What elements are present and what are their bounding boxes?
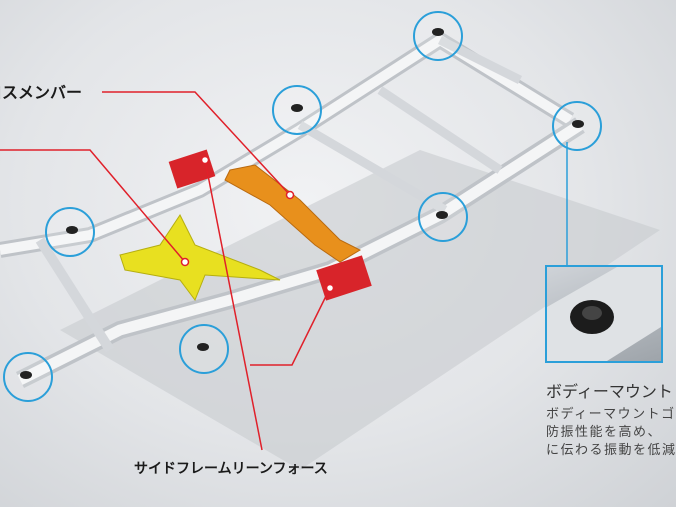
- closeup-drawing: [547, 267, 661, 361]
- desc-line: ボディーマウントゴ: [546, 407, 676, 422]
- cross-member-label: ロスメンバー: [0, 83, 83, 102]
- body-mount-closeup: [545, 265, 663, 363]
- body-mount-rubbers: [20, 28, 584, 379]
- side-frame-reinforce-label: サイドフレームリーンフォース: [134, 461, 328, 477]
- callout-lines: [0, 91, 331, 451]
- desc-line: に伝わる振動を低減: [546, 443, 676, 458]
- callout-dots: [180, 155, 335, 293]
- front-cross-member: [35, 237, 115, 353]
- rear-cross-members: [297, 35, 523, 214]
- body-mount-description: ボディーマウントゴ 防振性能を高め、 に伝わる振動を低減: [546, 406, 676, 460]
- reinforce-brace: [119, 214, 281, 302]
- frame-shadow: [60, 150, 660, 470]
- desc-line: 防振性能を高め、: [546, 425, 663, 440]
- body-mount-title: ボディーマウント: [546, 382, 673, 401]
